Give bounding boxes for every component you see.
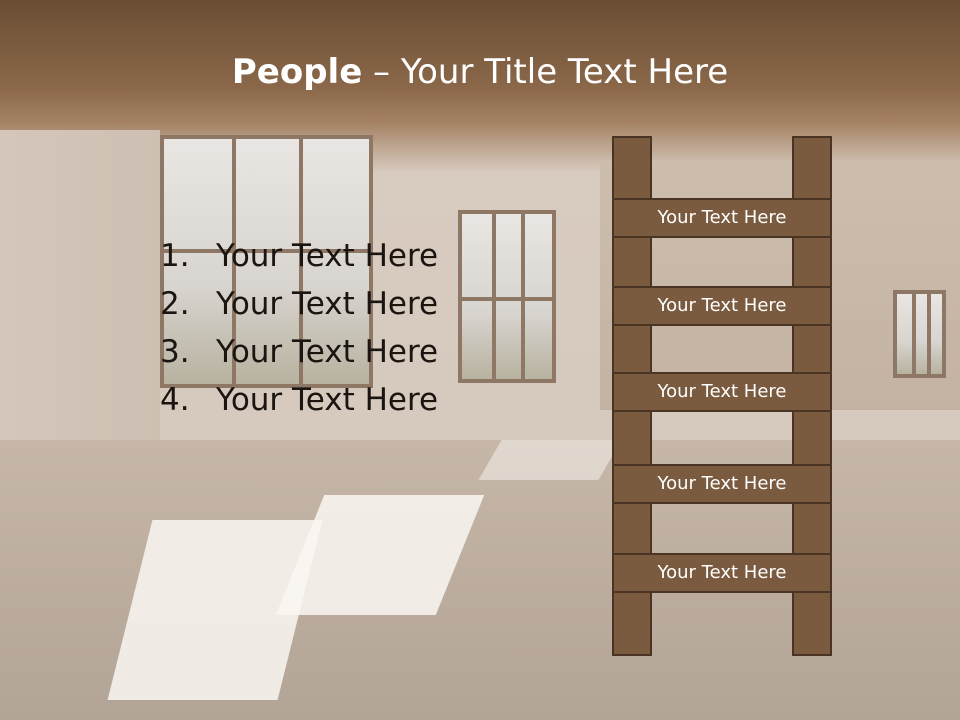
list-text: Your Text Here [216,334,439,370]
list-item: 2. Your Text Here [160,280,438,328]
background-sunlight [478,440,622,480]
list-number: 4. [160,382,190,418]
list-item: 4. Your Text Here [160,376,438,424]
numbered-list: 1. Your Text Here 2. Your Text Here 3. Your… [160,232,438,424]
ladder-rung: Your Text Here [612,464,832,504]
ladder-rung: Your Text Here [612,553,832,593]
title-bold: People [231,52,363,92]
list-item: 3. Your Text Here [160,328,438,376]
ladder-rung: Your Text Here [612,372,832,412]
list-number: 3. [160,334,190,370]
list-number: 2. [160,286,190,322]
list-text: Your Text Here [216,238,439,274]
background-window [160,135,373,388]
background-window [458,210,556,383]
title-rest: – Your Title Text Here [362,52,729,92]
slide-title: People – Your Title Text Here [0,52,960,92]
background-window [893,290,946,378]
list-text: Your Text Here [216,382,439,418]
ladder-rung: Your Text Here [612,286,832,326]
list-item: 1. Your Text Here [160,232,438,280]
ladder-rung: Your Text Here [612,198,832,238]
list-text: Your Text Here [216,286,439,322]
list-number: 1. [160,238,190,274]
